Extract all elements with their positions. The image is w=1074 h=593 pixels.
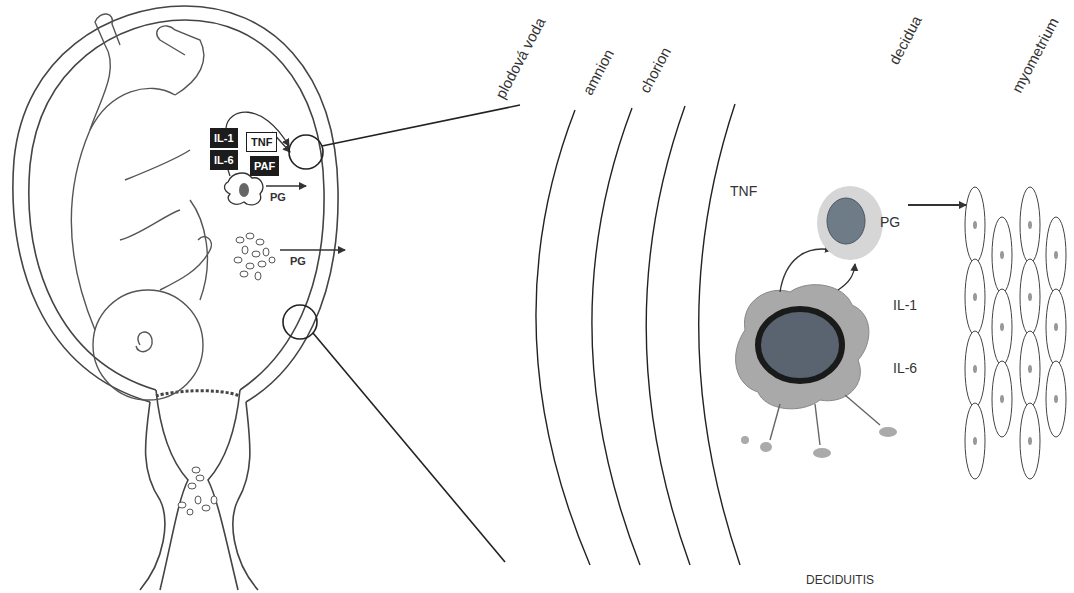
muscle-cell: [992, 289, 1012, 365]
cytokine-box: IL-6: [210, 150, 238, 170]
muscle-nucleus: [1000, 395, 1004, 403]
uterus-outline: [13, 6, 338, 590]
muscle-nucleus: [1028, 437, 1032, 445]
layer-label: chorion: [636, 44, 674, 95]
muscle-cell: [1046, 289, 1066, 365]
cytokine-label: IL-6: [893, 360, 917, 376]
node-text: IL-1: [214, 131, 234, 145]
muscle-cell: [1046, 217, 1066, 293]
cytokine-box: IL-1: [210, 128, 238, 148]
muscle-nucleus: [973, 365, 977, 373]
muscle-nucleus: [1054, 323, 1058, 331]
muscle-cell: [1020, 259, 1040, 335]
layer-label: myometrium: [1008, 15, 1062, 96]
muscle-cell: [1020, 331, 1040, 407]
muscle-nucleus: [973, 437, 977, 445]
muscle-cell: [1020, 187, 1040, 263]
muscle-nucleus: [1054, 251, 1058, 259]
caption-label: DECIDUITIS: [806, 573, 874, 587]
cytokine-box: PAF: [250, 156, 279, 176]
bacteria-cluster: [234, 233, 275, 280]
layer-label: plodová voda: [492, 15, 549, 102]
layer-label: amnion: [579, 46, 617, 97]
muscle-nucleus: [973, 221, 977, 229]
fetus: [71, 14, 211, 400]
muscle-nucleus: [1000, 251, 1004, 259]
myometrium-cells: [965, 187, 1066, 479]
zoom-circles: [283, 105, 520, 562]
muscle-nucleus: [1054, 395, 1058, 403]
decidual-cell: PG: [812, 183, 908, 265]
muscle-nucleus: [1028, 221, 1032, 229]
muscle-cell: [1046, 361, 1066, 437]
node-text: PAF: [254, 159, 275, 173]
muscle-nucleus: [973, 293, 977, 301]
muscle-nucleus: [1028, 365, 1032, 373]
muscle-cell: [965, 331, 985, 407]
cytokine-box: TNF: [246, 132, 277, 152]
muscle-cell: [965, 259, 985, 335]
cytokine-label: IL-1: [893, 297, 917, 313]
membrane-layers: [536, 104, 740, 565]
mediator-label: PG: [290, 255, 306, 267]
small-macrophage: [225, 173, 263, 205]
muscle-cell: [992, 217, 1012, 293]
node-text: IL-6: [214, 153, 234, 167]
muscle-cell: [965, 187, 985, 263]
muscle-nucleus: [1028, 293, 1032, 301]
muscle-cell: [1020, 403, 1040, 479]
macrophage: [736, 285, 897, 458]
muscle-cell: [992, 361, 1012, 437]
cervix-bacteria: [178, 467, 217, 515]
muscle-cell: [965, 403, 985, 479]
node-text: TNF: [251, 135, 272, 149]
muscle-nucleus: [1000, 323, 1004, 331]
left-arrows: [226, 112, 345, 250]
layer-label: decidua: [885, 13, 925, 67]
mediator-label: PG: [270, 191, 286, 203]
cytokine-label: TNF: [730, 183, 757, 199]
node-text: PG: [880, 214, 900, 230]
